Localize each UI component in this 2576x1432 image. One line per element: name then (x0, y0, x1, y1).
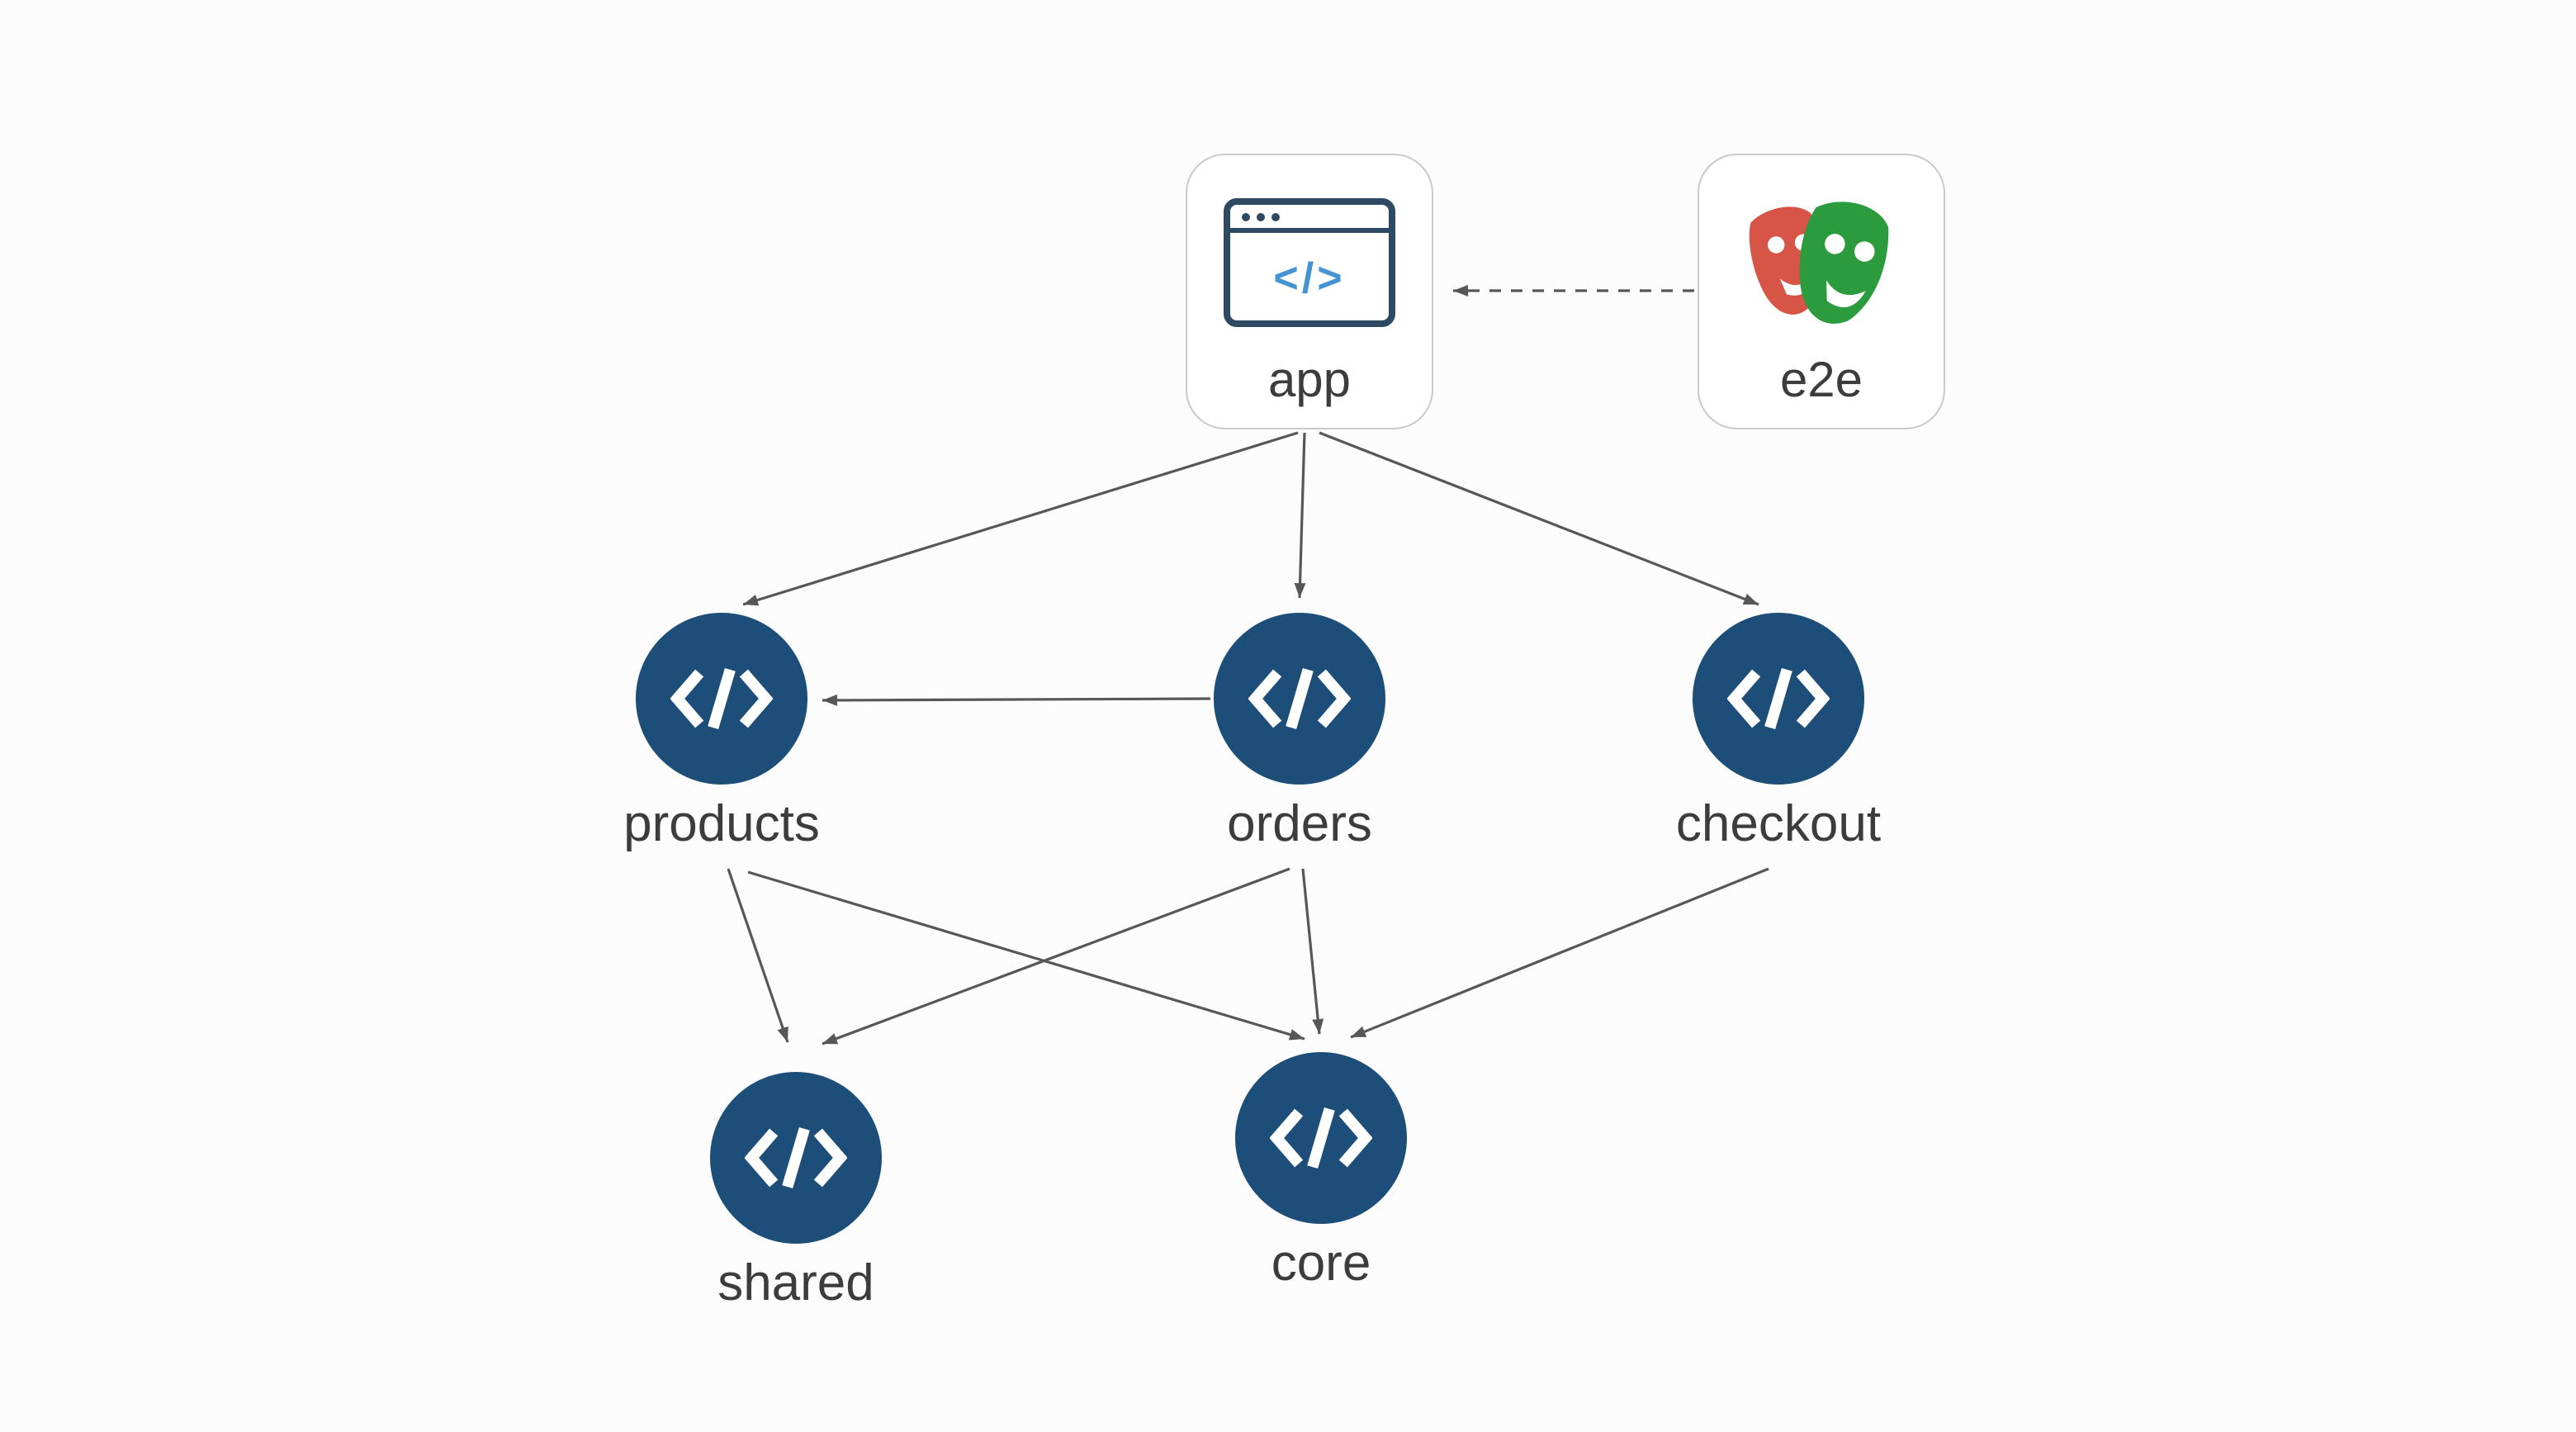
library-circle (710, 1072, 882, 1244)
node-products-label: products (623, 794, 820, 852)
edge-orders-to-core (1301, 868, 1324, 1035)
library-circle (1214, 613, 1385, 785)
node-checkout[interactable]: checkout (1630, 613, 1927, 849)
library-circle (636, 613, 807, 785)
comedy-mask-green (1799, 202, 1889, 324)
library-circle (1235, 1052, 1407, 1224)
node-app[interactable]: </> app (1186, 154, 1433, 429)
edge-app-to-products (742, 431, 1299, 606)
browser-dot-icon (1257, 212, 1265, 220)
node-shared[interactable]: shared (647, 1072, 945, 1308)
node-app-label: app (1267, 353, 1352, 408)
browser-titlebar (1230, 205, 1389, 233)
edge-orders-to-products (822, 694, 1211, 706)
node-core[interactable]: core (1172, 1052, 1470, 1288)
playwright-masks-icon (1749, 202, 1889, 324)
node-shared-label: shared (717, 1254, 874, 1311)
edge-app-to-checkout (1319, 431, 1759, 606)
browser-window-icon: </> (1224, 198, 1395, 327)
code-icon (1248, 667, 1351, 730)
node-orders[interactable]: orders (1151, 613, 1448, 849)
node-products[interactable]: products (573, 613, 870, 849)
code-icon (745, 1126, 847, 1189)
node-orders-label: orders (1227, 794, 1372, 852)
node-e2e[interactable]: e2e (1698, 154, 1945, 429)
edge-checkout-to-core (1350, 867, 1769, 1039)
edge-products-to-shared (727, 868, 789, 1043)
browser-dot-icon (1271, 212, 1280, 220)
code-icon (1727, 667, 1830, 730)
library-circle (1693, 613, 1864, 785)
node-e2e-label: e2e (1779, 353, 1863, 408)
edge-products-to-core (747, 870, 1305, 1041)
code-icon (1270, 1107, 1372, 1169)
edge-orders-to-shared (822, 867, 1290, 1046)
node-core-label: core (1271, 1234, 1371, 1292)
edge-app-to-orders (1294, 432, 1306, 599)
code-tag-icon: </> (1273, 252, 1346, 301)
code-icon (670, 667, 773, 730)
browser-dot-icon (1242, 212, 1250, 220)
node-checkout-label: checkout (1675, 794, 1882, 852)
